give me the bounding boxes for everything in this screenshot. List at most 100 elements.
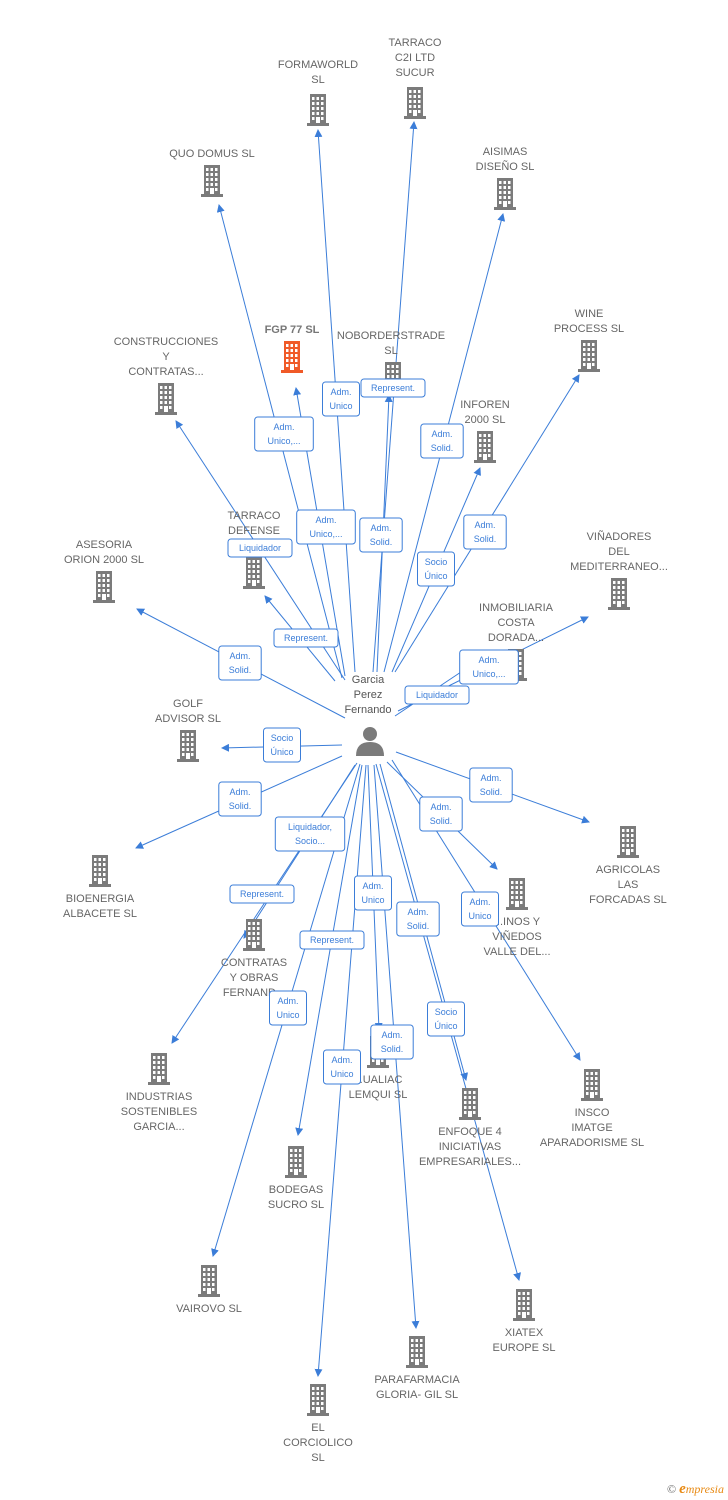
role-badge-noborderstrade[interactable]: Adm.Solid. xyxy=(359,517,403,553)
role-badge-bodegas[interactable]: Represent. xyxy=(299,930,365,950)
role-label: Unico xyxy=(468,911,491,921)
company-label: ORION 2000 SL xyxy=(64,554,144,566)
role-label: Socio xyxy=(425,557,448,567)
role-label: Socio... xyxy=(295,836,325,846)
role-badge-box xyxy=(323,1049,361,1085)
role-badge-quo-domus[interactable]: Adm.Unico,... xyxy=(254,416,314,452)
company-node-vairovo[interactable]: VAIROVO SL xyxy=(176,1265,242,1315)
company-label: PROCESS SL xyxy=(554,323,624,335)
company-label: AISIMAS xyxy=(483,146,528,158)
role-badge-vairovo[interactable]: Adm.Unico xyxy=(269,990,307,1026)
company-label: WINE xyxy=(575,308,604,320)
role-badge-qualiac[interactable]: Adm.Unico xyxy=(354,875,392,911)
role-label: Solid. xyxy=(430,816,453,826)
company-label: ASESORIA xyxy=(76,539,133,551)
company-label: INDUSTRIAS xyxy=(126,1091,193,1103)
role-label: Adm. xyxy=(330,387,351,397)
role-badge-box xyxy=(404,685,470,705)
role-badge-box xyxy=(354,875,392,911)
role-badge-vinos[interactable]: Adm.Solid. xyxy=(419,796,463,832)
role-badge-box xyxy=(218,781,262,817)
role-badge-wine-process[interactable]: Adm.Solid. xyxy=(463,514,507,550)
role-badge-box xyxy=(274,816,346,852)
role-label: Unico xyxy=(330,1069,353,1079)
role-label: Adm. xyxy=(407,907,428,917)
role-badge-bioenergia[interactable]: Adm.Solid. xyxy=(218,781,262,817)
role-badge-enfoque[interactable]: Adm. Solid. xyxy=(396,901,440,937)
building-icon xyxy=(406,1336,428,1368)
company-label: LAS xyxy=(618,879,639,891)
role-label: Adm. xyxy=(370,523,391,533)
building-icon xyxy=(506,878,528,910)
role-label: Socio xyxy=(435,1007,458,1017)
building-icon xyxy=(617,826,639,858)
company-label: NOBORDERSTRADE xyxy=(337,330,445,342)
building-icon xyxy=(285,1146,307,1178)
role-badge-construcciones[interactable]: Liquidador xyxy=(227,538,293,558)
company-node-enfoque[interactable]: ENFOQUE 4INICIATIVASEMPRESARIALES... xyxy=(419,1088,521,1168)
company-node-construcciones[interactable]: CONSTRUCCIONESYCONTRATAS... xyxy=(114,336,219,415)
company-node-wine-process[interactable]: WINE PROCESS SL xyxy=(554,308,624,372)
role-label: Solid. xyxy=(407,921,430,931)
role-badge-tarraco-c2i[interactable]: Represent. xyxy=(360,378,426,398)
role-badge-box xyxy=(269,990,307,1026)
company-label: BODEGAS xyxy=(269,1184,323,1196)
company-label: SUCRO SL xyxy=(268,1199,324,1211)
company-node-vinadores[interactable]: VIÑADORESDELMEDITERRANEO... xyxy=(570,530,668,610)
role-label: Adm. xyxy=(229,651,250,661)
company-label: ADVISOR SL xyxy=(155,713,221,725)
company-node-industrias[interactable]: INDUSTRIASSOSTENIBLESGARCIA... xyxy=(121,1053,197,1133)
role-badge-box xyxy=(299,930,365,950)
role-badge-agricolas[interactable]: Adm.Solid. xyxy=(469,767,513,803)
company-node-quo-domus[interactable]: QUO DOMUS SL xyxy=(169,148,255,197)
role-badge-fgp77[interactable]: Adm.Unico,... xyxy=(296,509,356,545)
role-label: Liquidador xyxy=(239,543,281,553)
company-node-inmobiliaria[interactable]: INMOBILIARIACOSTADORADA... xyxy=(479,602,554,681)
building-icon xyxy=(459,1088,481,1120)
role-badge-box xyxy=(229,884,295,904)
company-node-fgp77[interactable]: FGP 77 SL xyxy=(265,324,320,373)
role-badge-industrias[interactable]: Represent. xyxy=(229,884,295,904)
person-name: Fernando xyxy=(344,704,391,716)
company-label: Y xyxy=(162,351,170,363)
role-badge-formaworld[interactable]: Adm. Unico xyxy=(322,381,360,417)
company-label: QUO DOMUS SL xyxy=(169,148,255,160)
role-badge-box xyxy=(218,645,262,681)
role-label: Liquidador xyxy=(416,690,458,700)
role-badge-asesoria[interactable]: Adm.Solid. xyxy=(218,645,262,681)
role-badge-insco[interactable]: Adm.Unico xyxy=(461,891,499,927)
role-label: Solid. xyxy=(474,534,497,544)
company-node-bodegas[interactable]: BODEGAS SUCRO SL xyxy=(268,1146,324,1211)
role-badge-vinadores[interactable]: Adm.Unico,... xyxy=(459,649,519,685)
role-badge-contratas[interactable]: Liquidador,Socio... xyxy=(274,816,346,852)
company-label: AGRICOLAS xyxy=(596,864,660,876)
role-badge-parafarmacia[interactable]: Adm.Solid. xyxy=(370,1024,414,1060)
role-label: Represent. xyxy=(310,935,354,945)
role-badge-inmobiliaria[interactable]: Liquidador xyxy=(404,685,470,705)
role-badge-box xyxy=(469,767,513,803)
company-node-asesoria[interactable]: ASESORIA ORION 2000 SL xyxy=(64,539,144,603)
company-label: TARRACO xyxy=(228,510,281,522)
company-label: INFOREN xyxy=(460,399,510,411)
role-badge-aisimas[interactable]: Adm.Solid. xyxy=(420,423,464,459)
role-label: Unico xyxy=(329,401,352,411)
role-badge-corciolico[interactable]: Adm.Unico xyxy=(323,1049,361,1085)
role-badge-tarraco-defense[interactable]: Represent. xyxy=(273,628,339,648)
